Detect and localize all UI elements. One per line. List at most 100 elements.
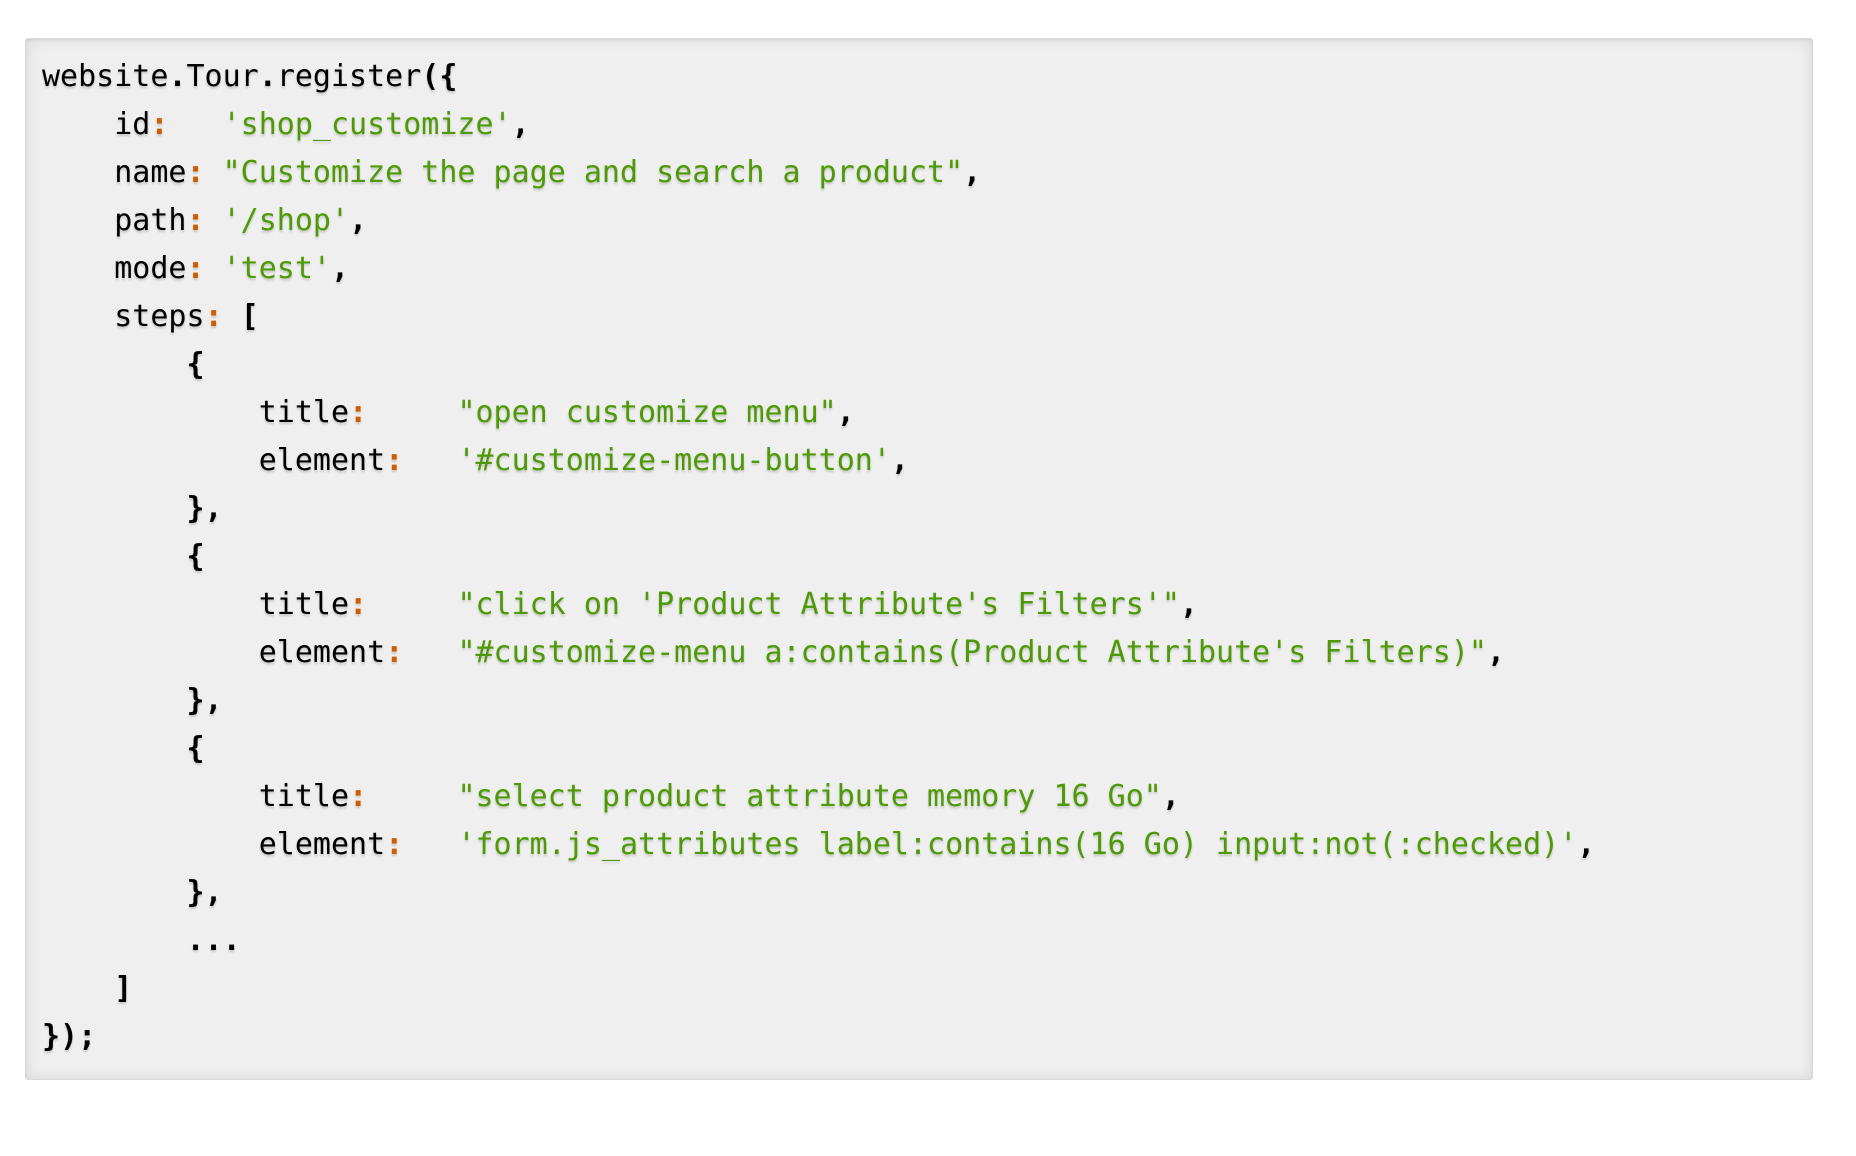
code-token-whitespace — [42, 491, 187, 526]
code-content: website.Tour.register({ id: 'shop_custom… — [42, 53, 1794, 1061]
code-token-whitespace — [42, 731, 187, 766]
code-token-name: id — [114, 107, 151, 142]
code-token-punctuation: , — [1486, 635, 1506, 670]
code-line: steps: [ — [42, 299, 259, 334]
code-token-name: name — [114, 155, 187, 190]
code-token-whitespace — [42, 971, 114, 1006]
code-token-whitespace — [205, 203, 223, 238]
code-token-punctuation: , — [890, 443, 909, 478]
code-token-operator: : — [186, 251, 205, 286]
code-token-name: title — [258, 395, 350, 430]
code-block: website.Tour.register({ id: 'shop_custom… — [25, 38, 1813, 1080]
code-token-punctuation: { — [186, 539, 205, 574]
code-token-whitespace — [403, 635, 457, 670]
code-token-punctuation: , — [1161, 779, 1180, 814]
code-token-whitespace — [367, 779, 457, 814]
code-token-whitespace — [42, 923, 187, 958]
code-line: { — [42, 731, 205, 766]
code-token-operator: : — [186, 203, 205, 238]
code-line: element: "#customize-menu a:contains(Pro… — [42, 635, 1505, 670]
code-token-punctuation: }, — [186, 875, 223, 910]
code-token-whitespace — [42, 299, 114, 334]
code-line: mode: 'test', — [42, 251, 349, 286]
code-line: }, — [42, 491, 223, 526]
code-token-punctuation: }, — [186, 683, 223, 718]
code-token-string: "select product attribute memory 16 Go" — [457, 779, 1162, 814]
code-token-name: element — [258, 443, 386, 478]
code-line: }, — [42, 683, 223, 718]
code-line: }, — [42, 875, 223, 910]
code-token-name: website — [42, 59, 169, 94]
code-token-whitespace — [367, 587, 457, 622]
code-token-operator: : — [385, 635, 404, 670]
code-token-whitespace — [223, 299, 241, 334]
code-line: path: '/shop', — [42, 203, 367, 238]
code-line: title: "select product attribute memory … — [42, 779, 1180, 814]
code-token-whitespace — [42, 203, 114, 238]
code-token-whitespace — [42, 587, 259, 622]
code-token-operator: : — [186, 155, 205, 190]
code-token-name: element — [258, 827, 386, 862]
code-token-punctuation: , — [331, 251, 350, 286]
code-token-operator: : — [349, 395, 368, 430]
code-line: website.Tour.register({ — [42, 59, 457, 94]
code-token-name: Tour — [186, 59, 259, 94]
code-token-whitespace — [42, 443, 259, 478]
code-token-punctuation: , — [836, 395, 855, 430]
code-token-name: title — [258, 779, 350, 814]
code-token-punctuation: }); — [42, 1019, 97, 1054]
code-token-punctuation: { — [186, 731, 205, 766]
code-token-whitespace — [42, 779, 259, 814]
code-token-operator: : — [349, 779, 368, 814]
code-token-whitespace — [42, 635, 259, 670]
code-token-whitespace — [42, 395, 259, 430]
code-token-operator: : — [385, 827, 404, 862]
code-token-string: 'shop_customize' — [222, 107, 512, 142]
code-line: name: "Customize the page and search a p… — [42, 155, 981, 190]
code-token-whitespace — [42, 155, 114, 190]
code-line: ] — [42, 971, 132, 1006]
code-token-punctuation: [ — [240, 299, 259, 334]
code-line: { — [42, 539, 205, 574]
code-token-whitespace — [42, 347, 187, 382]
code-line: title: "click on 'Product Attribute's Fi… — [42, 587, 1198, 622]
code-token-string: '#customize-menu-button' — [457, 443, 891, 478]
code-line: element: '#customize-menu-button', — [42, 443, 909, 478]
code-token-string: "open customize menu" — [457, 395, 837, 430]
code-token-name: element — [258, 635, 386, 670]
code-token-whitespace — [403, 443, 457, 478]
code-token-string: "#customize-menu a:contains(Product Attr… — [457, 635, 1487, 670]
code-token-string: 'test' — [222, 251, 331, 286]
code-line: id: 'shop_customize', — [42, 107, 530, 142]
code-token-punctuation: ({ — [421, 59, 458, 94]
code-token-punctuation: . — [168, 59, 187, 94]
code-token-punctuation: }, — [186, 491, 223, 526]
code-token-punctuation: ] — [114, 971, 133, 1006]
code-token-name: register — [276, 59, 422, 94]
code-token-punctuation: , — [1179, 587, 1198, 622]
code-line: }); — [42, 1019, 96, 1054]
code-token-whitespace — [42, 251, 114, 286]
code-line: ... — [42, 923, 241, 958]
code-token-whitespace — [42, 539, 187, 574]
code-token-punctuation: { — [186, 347, 205, 382]
code-token-whitespace — [42, 107, 114, 142]
code-token-string: "Customize the page and search a product… — [222, 155, 964, 190]
code-token-name: title — [258, 587, 350, 622]
code-token-name: path — [114, 203, 187, 238]
code-line: element: 'form.js_attributes label:conta… — [42, 827, 1596, 862]
code-token-operator: : — [385, 443, 404, 478]
code-token-whitespace — [205, 155, 223, 190]
code-token-whitespace — [367, 395, 457, 430]
code-token-operator: : — [349, 587, 368, 622]
code-token-punctuation: ... — [186, 923, 241, 958]
code-token-name: mode — [114, 251, 187, 286]
code-token-punctuation: , — [963, 155, 982, 190]
code-token-whitespace — [168, 107, 222, 142]
code-token-whitespace — [403, 827, 457, 862]
code-token-punctuation: , — [511, 107, 530, 142]
code-token-whitespace — [42, 827, 259, 862]
code-token-string: "click on 'Product Attribute's Filters'" — [457, 587, 1180, 622]
code-token-whitespace — [205, 251, 223, 286]
